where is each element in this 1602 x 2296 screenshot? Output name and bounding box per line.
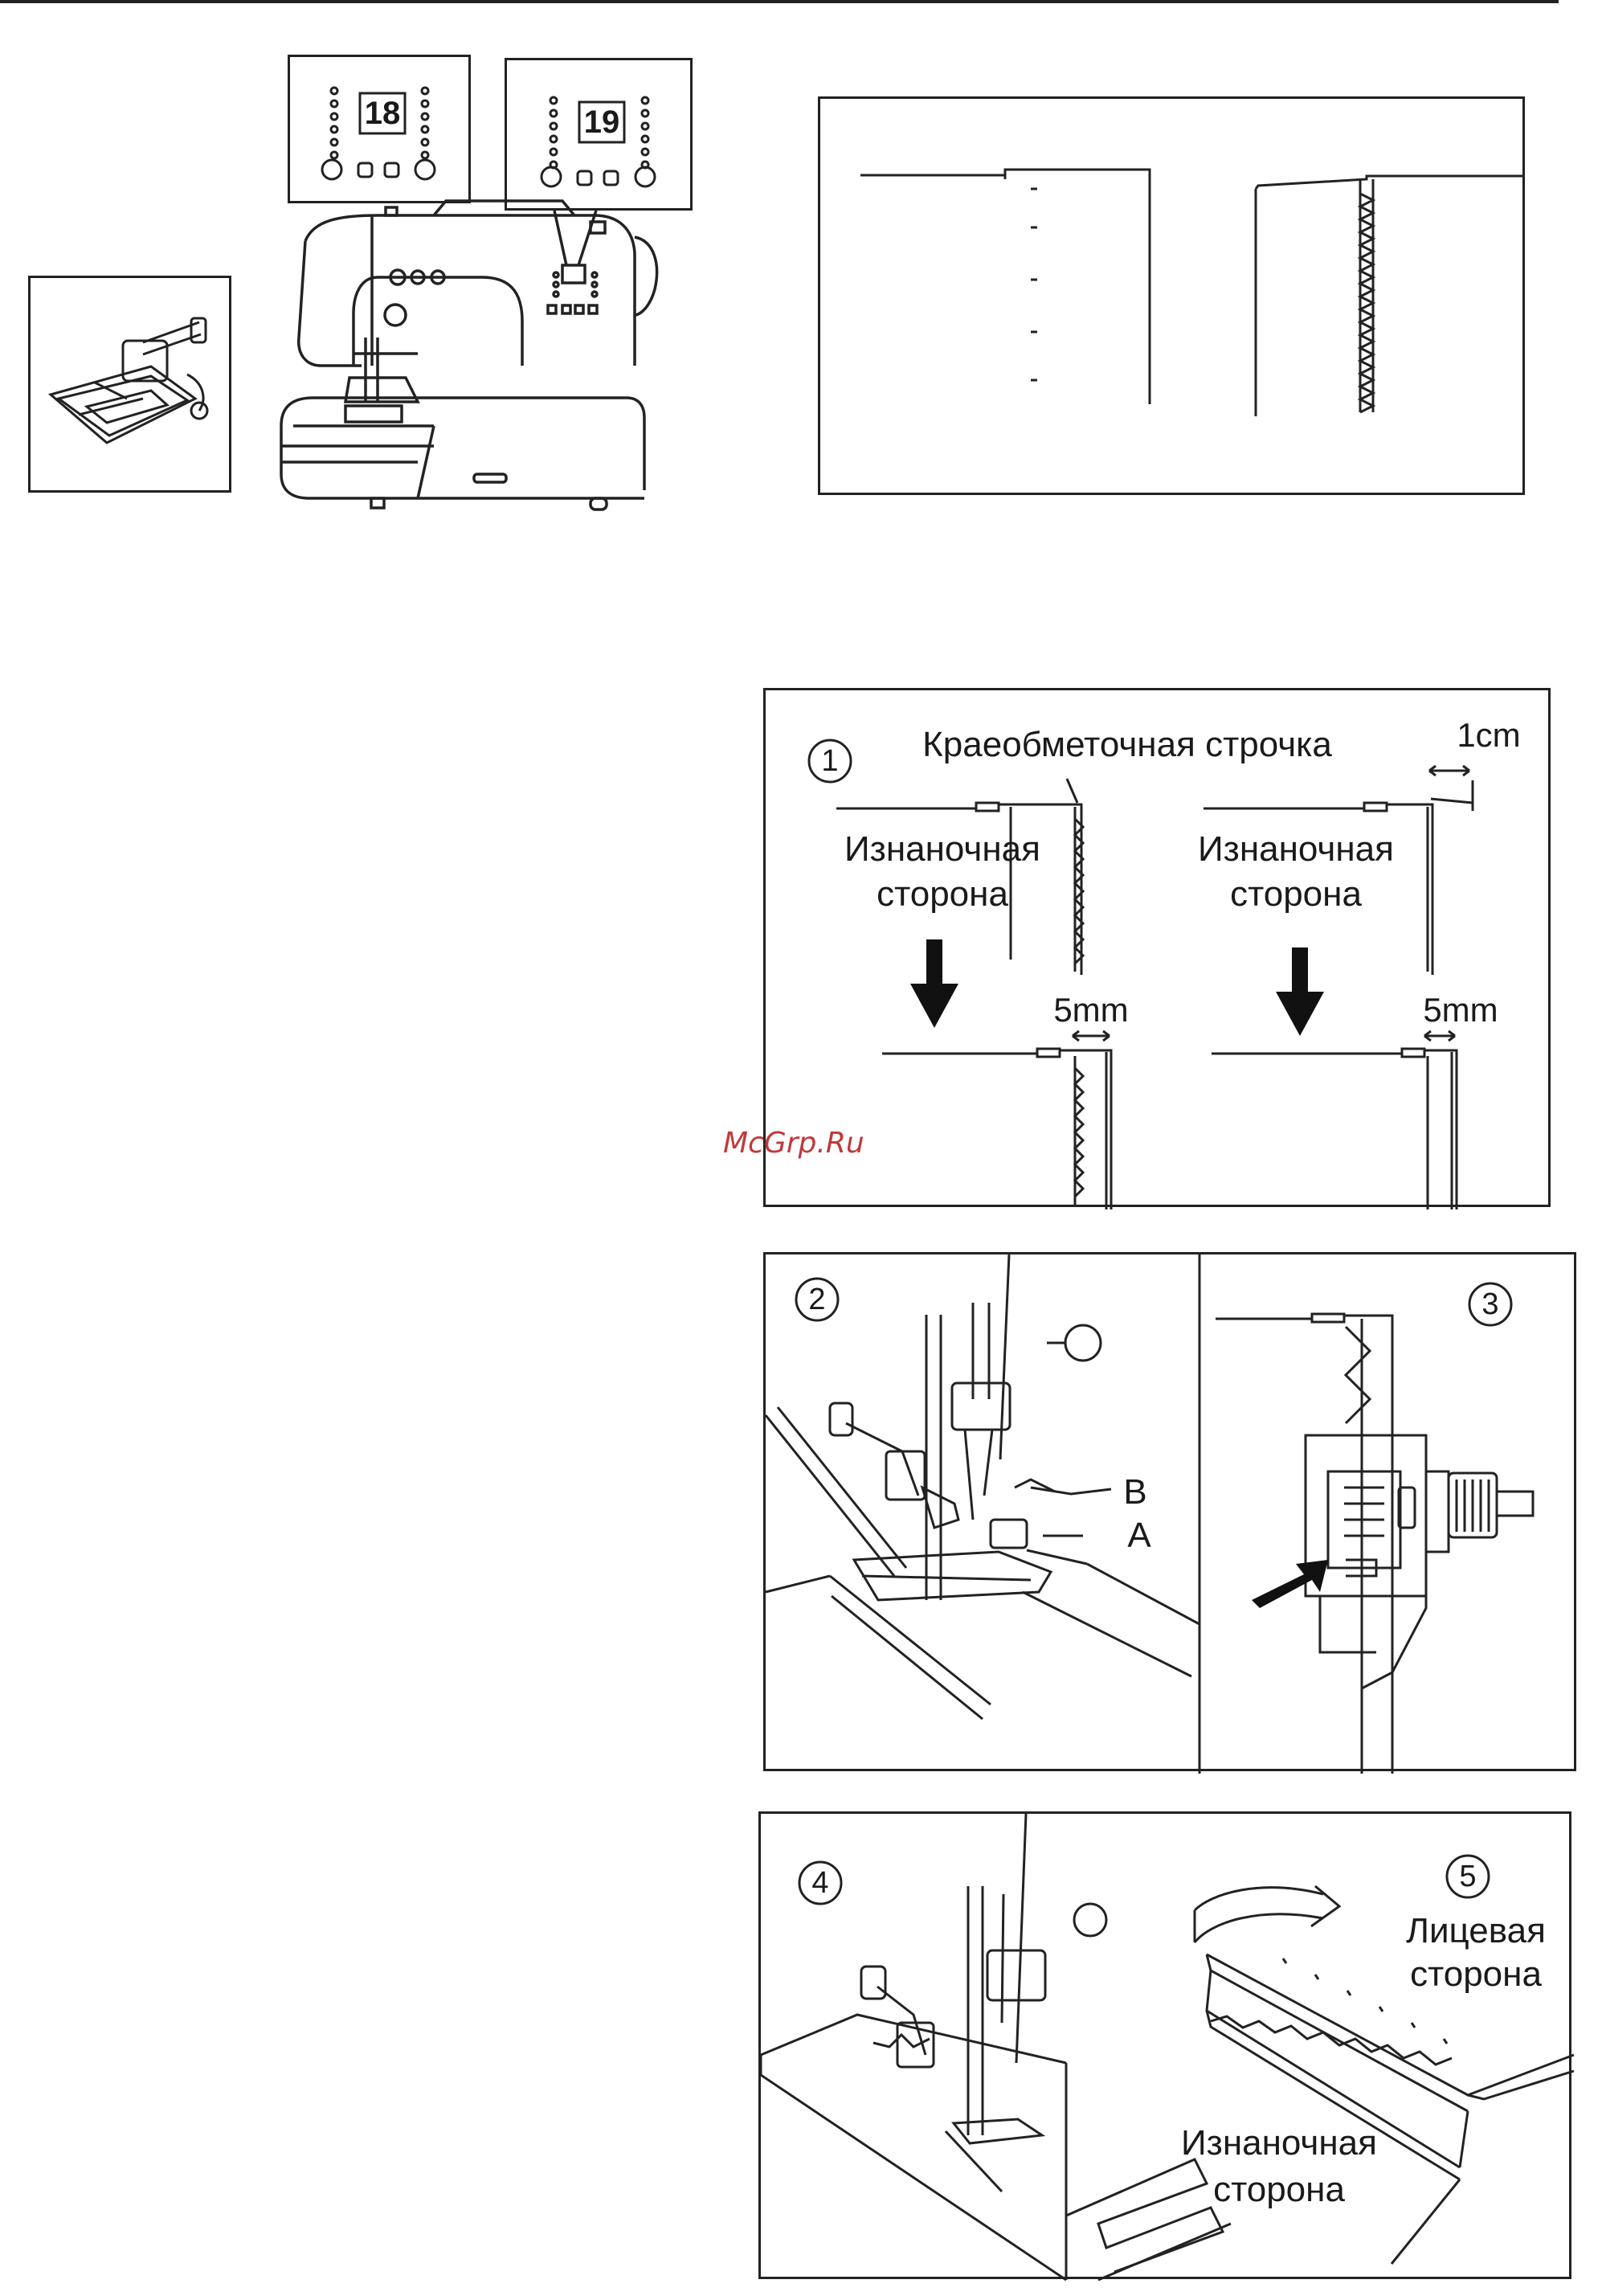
pattern-number-19: 19	[579, 103, 624, 141]
label-b: B	[1115, 1470, 1155, 1515]
pattern-callout-19: 19	[505, 58, 693, 211]
stitch-sample-panel	[818, 96, 1525, 495]
figure-1-panel: 1 Краеобметочная строчка Изнаночная стор…	[763, 688, 1551, 1207]
watermark: McGrp.Ru	[723, 1127, 864, 1160]
pattern-callout-18: 18	[288, 55, 471, 203]
top-rule	[0, 0, 1559, 3]
figure-4-5-panel: 4 5 Лицевая сторона Изнаночная сторона	[758, 1811, 1571, 2279]
step-number-4: 4	[799, 1862, 841, 1904]
overlock-stitch-label: Краеобметочная строчка	[902, 722, 1352, 767]
dimension-5mm-left: 5mm	[1039, 988, 1143, 1033]
figure-1-diagram	[766, 690, 1553, 1209]
dimension-1cm: 1cm	[1441, 713, 1537, 758]
step-number-2: 2	[796, 1279, 838, 1320]
wrong-side-label-fig5-2: сторона	[1171, 2167, 1387, 2212]
blind-hem-stitch-diagram	[820, 99, 1527, 497]
wrong-side-label-left-1: Изнаночная	[834, 827, 1051, 872]
wrong-side-label-fig5-1: Изнаночная	[1171, 2121, 1387, 2166]
step-number-3: 3	[1469, 1283, 1511, 1325]
figure-2-3-diagram	[766, 1254, 1579, 1774]
right-side-label-1: Лицевая	[1379, 1909, 1572, 1954]
pattern-number-18: 18	[360, 94, 405, 133]
down-arrow-left	[910, 939, 958, 1028]
presser-foot-inset	[28, 276, 231, 493]
dimension-5mm-right: 5mm	[1408, 988, 1513, 1033]
pointer-arrow-fig3	[1252, 1560, 1328, 1608]
blind-hem-foot-illustration	[31, 278, 234, 495]
wrong-side-label-left-2: сторона	[834, 872, 1051, 917]
label-a: A	[1119, 1513, 1159, 1558]
wrong-side-label-right-2: сторона	[1187, 872, 1404, 917]
wrong-side-label-right-1: Изнаночная	[1187, 827, 1404, 872]
down-arrow-right	[1276, 947, 1324, 1036]
right-side-label-2: сторона	[1379, 1952, 1572, 1997]
step-number-1: 1	[809, 740, 851, 782]
figure-2-3-panel: 2 3 B A	[763, 1252, 1576, 1771]
step-number-5: 5	[1447, 1856, 1489, 1897]
